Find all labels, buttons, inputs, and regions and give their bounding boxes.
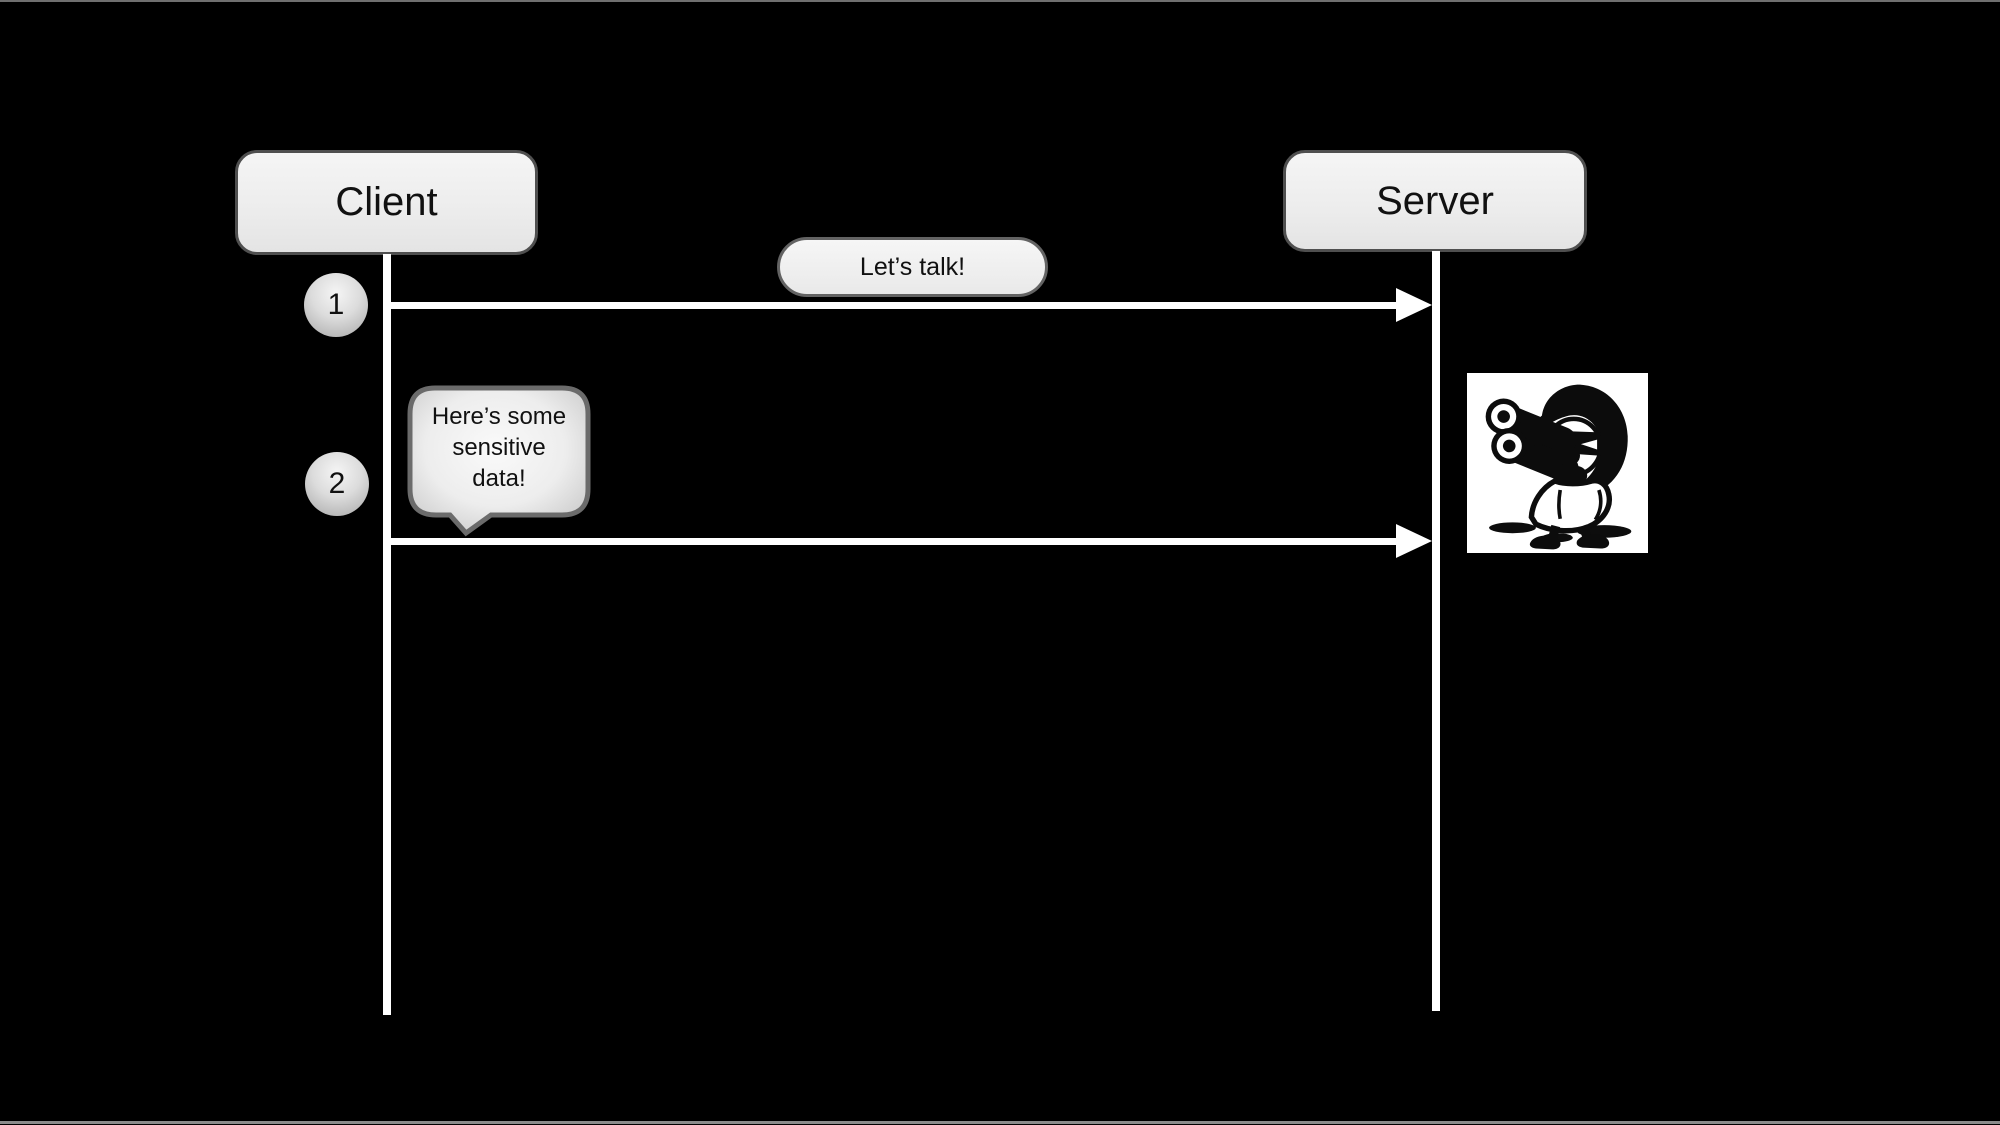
actor-box-client: Client — [235, 150, 538, 255]
message-1-arrow-line — [391, 302, 1397, 309]
speech-bubble-shape — [407, 385, 591, 537]
client-lifeline — [383, 254, 391, 1015]
step-2-badge: 2 — [305, 452, 369, 516]
message-1-arrowhead — [1396, 288, 1432, 322]
message-1-text: Let’s talk! — [859, 252, 966, 281]
step-1-number: 1 — [327, 288, 345, 321]
actor-server-label: Server — [1376, 178, 1494, 223]
message-2-arrowhead — [1396, 524, 1432, 558]
bottom-border-line — [0, 1121, 2000, 1124]
message-2-speech-bubble: Here’s some sensitive data! — [407, 385, 591, 537]
actor-client-label: Client — [335, 180, 438, 224]
eavesdropper-illustration — [1467, 373, 1648, 553]
message-1-label-pill: Let’s talk! — [777, 237, 1048, 297]
spy-binoculars-icon — [1467, 373, 1648, 553]
message-2-text: Here’s some sensitive data! — [431, 403, 567, 492]
actor-box-server: Server — [1283, 150, 1587, 252]
message-2-arrow-line — [391, 538, 1397, 545]
server-lifeline — [1432, 251, 1440, 1011]
step-1-badge: 1 — [304, 273, 368, 337]
step-2-number: 2 — [328, 467, 346, 500]
top-border-line — [0, 0, 2000, 2]
